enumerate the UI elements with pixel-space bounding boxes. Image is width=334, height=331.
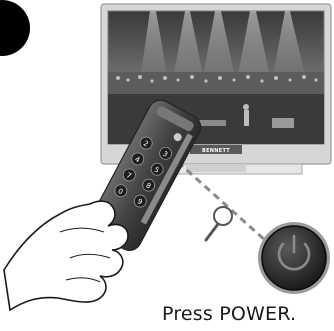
power-button[interactable]: [258, 222, 330, 294]
step-circle-icon: [0, 0, 30, 56]
magnifier-icon: [206, 207, 232, 240]
tv-brand-label: BENNETT: [202, 148, 230, 154]
instruction-caption: Press POWER.: [162, 303, 296, 325]
